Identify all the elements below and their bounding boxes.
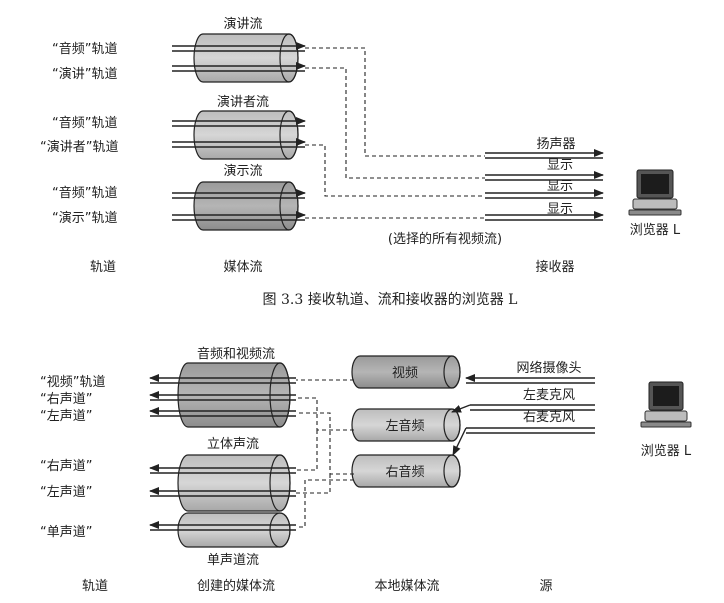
stream-label: 演讲流 [223,16,262,32]
col-label-tracks: 轨道 [82,579,108,594]
col-label-streams: 媒体流 [223,260,262,275]
stream-lecture: 演讲流 “音频”轨道 “演讲”轨道 [52,16,306,83]
track-label: “音频”轨道 [52,115,117,131]
stream-label: 立体声流 [207,437,259,452]
track-label: “音频”轨道 [52,41,117,57]
track-label: “右声道” [40,392,92,407]
local-stream-label: 视频 [392,366,418,381]
stream-label: 演讲者流 [217,94,269,110]
source-label: 网络摄像头 [516,360,581,376]
col-label-created-streams: 创建的媒体流 [197,578,275,594]
created-stream-stereo: 立体声流 “右声道” “左声道” [40,437,296,512]
figure-caption: 图 3.3 接收轨道、流和接收器的浏览器 L [263,291,518,308]
source-label: 右麦克风 [523,410,575,425]
stream-label: 演示流 [223,163,262,179]
selection-note: (选择的所有视频流) [388,231,502,247]
track-label: “右声道” [40,459,92,474]
sinks: 扬声器 显示 显示 显示 (选择的所有视频流) [388,137,604,247]
sink-label: 扬声器 [536,137,575,152]
sink-label: 显示 [547,158,573,173]
track-label: “演讲者”轨道 [40,139,118,155]
browser-label: 浏览器 L [641,443,692,459]
stream-speaker: 演讲者流 “音频”轨道 “演讲者”轨道 [40,94,306,160]
col-label-sinks: 接收器 [535,259,574,275]
track-label: “左声道” [40,409,92,424]
computer-icon [628,169,682,216]
stream-label: 音频和视频流 [197,346,275,362]
figure-3-4: 音频和视频流 “视频”轨道 “右声道” “左声道” 立体声流 “右声道” “左声… [40,346,692,594]
figure-3-3: 演讲流 “音频”轨道 “演讲”轨道 演讲者流 “音频”轨道 “演讲者”轨道 演示… [40,16,682,308]
track-label: “音频”轨道 [52,185,117,201]
routing-lines [305,47,485,219]
col-label-tracks: 轨道 [90,260,116,275]
sink-label: 显示 [547,179,573,194]
col-label-local-streams: 本地媒体流 [374,579,439,594]
track-label: “左声道” [40,485,92,500]
col-label-sources: 源 [539,579,552,594]
routing-lines [296,379,354,528]
browser-label: 浏览器 L [630,222,681,238]
local-stream-left-audio: 左音频 [351,408,461,442]
track-label: “演讲”轨道 [52,66,117,82]
local-stream-video: 视频 [351,355,461,389]
track-label: “演示”轨道 [52,210,117,226]
local-stream-label: 右音频 [385,464,424,480]
local-stream-right-audio: 右音频 [351,454,461,488]
track-label: “单声道” [40,525,92,540]
computer-icon [640,381,692,428]
created-stream-mono: “单声道” 单声道流 [40,512,296,568]
created-stream-av: 音频和视频流 “视频”轨道 “右声道” “左声道” [40,346,296,428]
track-label: “视频”轨道 [40,375,105,390]
source-arrows: 网络摄像头 左麦克风 右麦克风 [451,360,595,456]
sink-label: 显示 [547,202,573,217]
source-label: 左麦克风 [523,388,575,403]
stream-label: 单声道流 [207,553,259,568]
local-stream-label: 左音频 [385,418,424,434]
stream-presentation: 演示流 “音频”轨道 “演示”轨道 [52,163,306,231]
